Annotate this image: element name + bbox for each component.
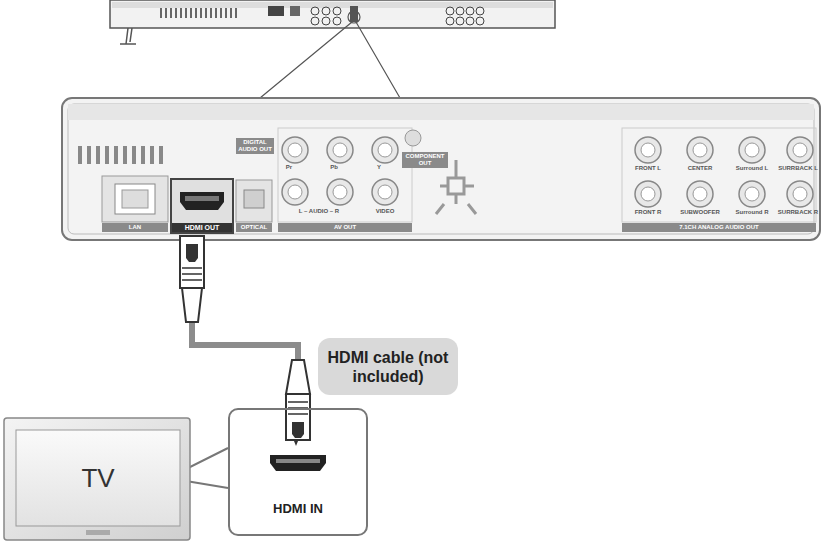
rca-jack — [333, 185, 347, 199]
vent-slot — [220, 8, 222, 18]
jack-label: CENTER — [676, 165, 724, 172]
vent-slot — [123, 146, 127, 164]
rca-jack — [635, 137, 661, 163]
rca-jack — [288, 185, 302, 199]
connector-label: 7.1CH ANALOG AUDIO OUT — [622, 223, 816, 232]
vent-slot — [170, 8, 172, 18]
rca-jack — [745, 143, 759, 157]
cable-label-box: HDMI cable (not included) — [318, 338, 458, 395]
vent-slot — [235, 8, 237, 18]
port-box: HDMI OUT — [170, 178, 234, 234]
rca-jack — [372, 137, 398, 163]
vent-slot — [105, 146, 109, 164]
rca-jack — [787, 181, 813, 207]
vent-slot — [210, 8, 212, 18]
node-text: TV — [81, 463, 114, 494]
jack-label: L – AUDIO – R — [280, 208, 358, 215]
connector-label: LAN — [102, 223, 168, 232]
rca-jack — [793, 187, 807, 201]
rca-jack — [372, 179, 398, 205]
connector-label: DIGITAL AUDIO OUT — [236, 138, 274, 154]
vent-slot — [78, 146, 82, 164]
rca-jack — [687, 181, 713, 207]
node-text: HDMI IN — [230, 501, 366, 516]
rca-jack — [641, 187, 655, 201]
jack-label: Pr — [282, 164, 296, 171]
rca-jack — [739, 181, 765, 207]
rca-jack — [793, 143, 807, 157]
jack-label: FRONT L — [624, 165, 672, 172]
vent-slot — [141, 146, 145, 164]
vent-slot — [200, 8, 202, 18]
rca-jack — [787, 137, 813, 163]
jack-label: FRONT R — [624, 209, 672, 216]
hdmi-plug — [286, 360, 310, 446]
jack-label: Y — [372, 164, 386, 171]
vent-slot — [195, 8, 197, 18]
vent-slot — [185, 8, 187, 18]
rca-jack — [327, 137, 353, 163]
vent-slot — [190, 8, 192, 18]
vent-slot — [160, 8, 162, 18]
jack-label: VIDEO — [370, 208, 400, 215]
hdmi-plug — [180, 236, 204, 322]
jack-label: SUBWOOFER — [676, 209, 724, 216]
rca-jack — [687, 137, 713, 163]
rca-jack — [635, 181, 661, 207]
connector-label: OPTICAL — [236, 223, 272, 232]
vent-slot — [230, 8, 232, 18]
connector-label: AV OUT — [278, 223, 412, 232]
rca-jack — [641, 143, 655, 157]
vent-slot — [159, 146, 163, 164]
rca-jack — [745, 187, 759, 201]
rca-jack — [288, 143, 302, 157]
rca-jack — [693, 143, 707, 157]
rca-jack — [378, 185, 392, 199]
vent-slot — [96, 146, 100, 164]
rca-jack — [693, 187, 707, 201]
node-text: HDMI cable (not included) — [326, 348, 450, 386]
rca-jack — [378, 143, 392, 157]
vent-slot — [205, 8, 207, 18]
tv-screen: TV — [16, 430, 180, 526]
rca-jack — [282, 179, 308, 205]
vent-slot — [150, 146, 154, 164]
jack-label: SURRBACK L — [776, 165, 820, 172]
vent-slot — [132, 146, 136, 164]
vent-slot — [114, 146, 118, 164]
rca-jack — [333, 143, 347, 157]
jack-label: SURRBACK R — [776, 209, 820, 216]
rca-jack — [327, 179, 353, 205]
vent-slot — [165, 8, 167, 18]
vent-slot — [215, 8, 217, 18]
jack-label: Surround L — [728, 165, 776, 172]
connector-label: COMPONENT OUT — [402, 152, 448, 168]
jack-label: Surround R — [728, 209, 776, 216]
vent-slot — [87, 146, 91, 164]
vent-slot — [175, 8, 177, 18]
callout-box: HDMI IN — [228, 408, 368, 536]
rca-jack — [739, 137, 765, 163]
hdmi-cable — [192, 234, 298, 408]
vent-slot — [180, 8, 182, 18]
jack-label: Pb — [327, 164, 341, 171]
rca-jack — [282, 137, 308, 163]
vent-slot — [225, 8, 227, 18]
node-text: HDMI OUT — [172, 223, 232, 232]
